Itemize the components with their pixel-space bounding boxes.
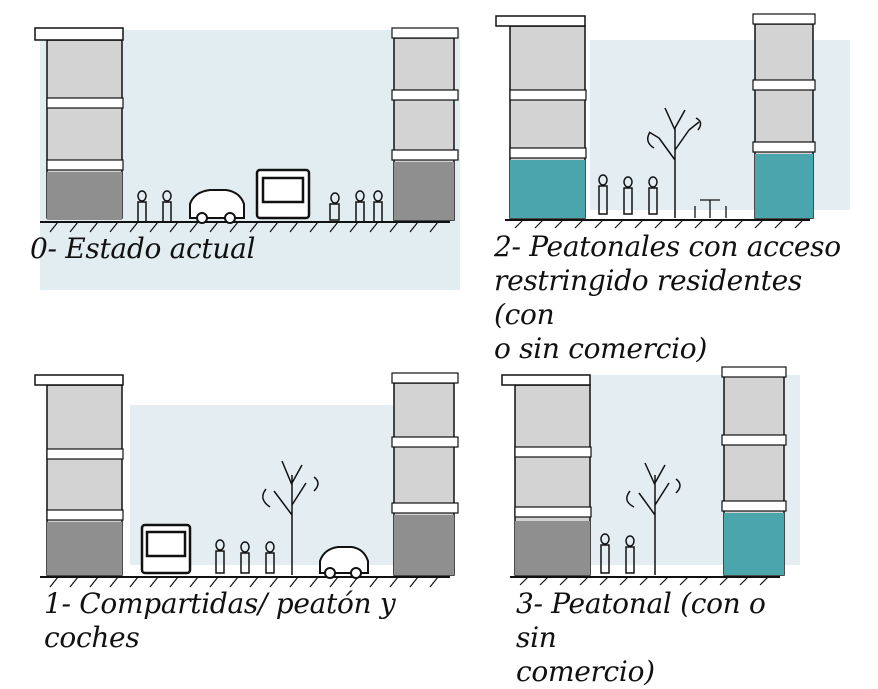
pedestrian-figures [137, 190, 383, 223]
ground-hatch [514, 219, 804, 229]
panel-estado-actual: 0- Estado actual [30, 10, 470, 295]
panel-peatonal: 3- Peatonal (con o sin comercio) [500, 365, 800, 688]
pedestrian-figures [600, 533, 635, 574]
building-left [34, 374, 124, 576]
caption-compartidas: 1- Compartidas/ peatón y coches [44, 587, 396, 654]
street-section-sketch-0 [34, 27, 460, 290]
tree-sketch [262, 460, 319, 575]
pedestrian-figures [598, 174, 658, 215]
caption-peatonal: 3- Peatonal (con o sin comercio) [516, 587, 766, 688]
building-right [721, 366, 787, 576]
building-right [391, 372, 459, 576]
tree-sketch [647, 107, 702, 218]
bus-sketch [140, 523, 192, 575]
ground-hatch [519, 576, 769, 586]
cafe-table-sketch [694, 199, 727, 218]
building-left [495, 15, 587, 219]
building-left [34, 27, 124, 220]
tree-sketch [626, 462, 681, 575]
ground-hatch [49, 221, 439, 233]
car-sketch [319, 546, 369, 579]
panel-peatonales-acceso-restringido: 2- Peatonales con acceso restringido res… [490, 10, 850, 365]
caption-peatonales-acceso-restringido: 2- Peatonales con acceso restringido res… [494, 230, 841, 365]
street-section-sketch-3 [501, 366, 800, 586]
building-right [752, 13, 816, 219]
street-section-sketch-1 [34, 372, 459, 588]
car-sketch [189, 189, 245, 224]
caption-estado-actual: 0- Estado actual [30, 232, 256, 265]
ground-hatch [49, 576, 439, 588]
bus-sketch [255, 168, 311, 220]
pedestrian-figures [215, 539, 275, 574]
street-section-sketch-2 [495, 13, 850, 229]
building-left [501, 374, 592, 576]
building-right [391, 27, 459, 221]
panel-compartidas: 1- Compartidas/ peatón y coches [30, 365, 470, 665]
